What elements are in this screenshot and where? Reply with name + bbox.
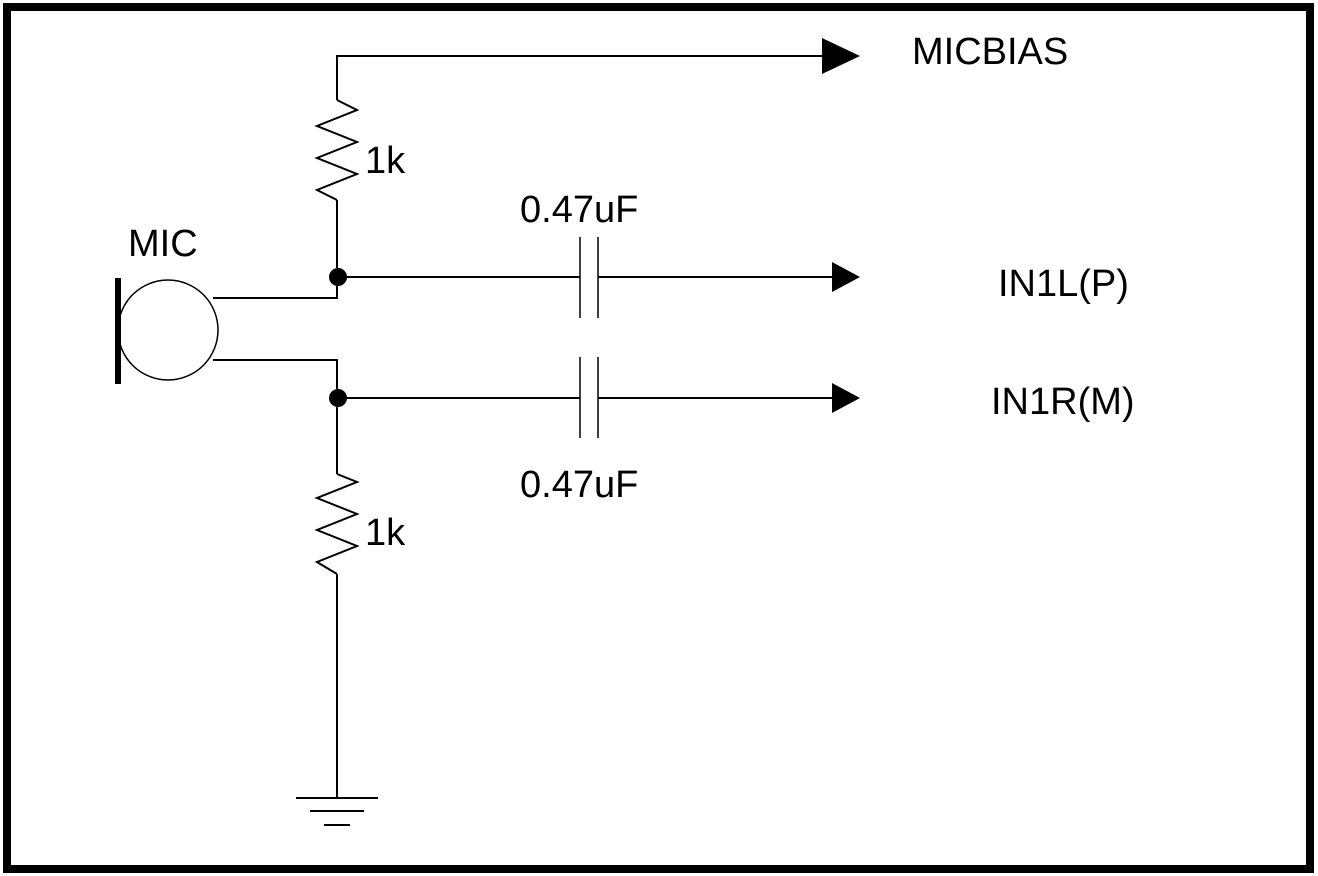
mic-icon <box>117 279 219 381</box>
micbias-label: MICBIAS <box>912 31 1068 73</box>
resistor-bottom <box>314 473 360 575</box>
mic-lead-bottom <box>213 359 338 398</box>
micbias-arrow <box>822 38 860 74</box>
in1l-label: IN1L(P) <box>998 263 1129 305</box>
in1l-arrow <box>832 262 860 292</box>
cap-bottom-label: 0.47uF <box>520 464 638 506</box>
diagram-frame <box>3 3 1314 873</box>
in1r-label: IN1R(M) <box>991 381 1135 423</box>
cap-top-label: 0.47uF <box>520 189 638 231</box>
mic-lead-top <box>213 277 338 299</box>
in1r-arrow <box>832 383 860 413</box>
mic-label: MIC <box>128 223 198 265</box>
micbias-wire <box>336 55 822 100</box>
resistor-bottom-label: 1k <box>365 512 406 554</box>
resistor-top-label: 1k <box>365 140 406 182</box>
ground-icon <box>296 797 378 826</box>
resistor-top <box>314 99 360 201</box>
